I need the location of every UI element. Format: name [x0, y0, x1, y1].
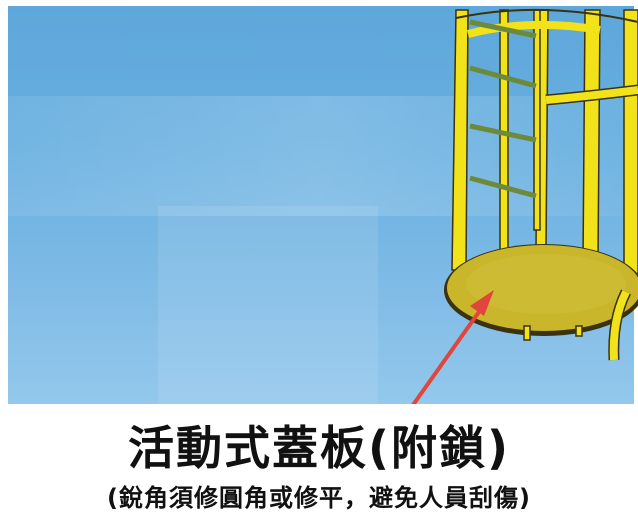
- caption-box: 活動式蓋板(附鎖) (銳角須修圓角或修平，避免人員刮傷): [0, 404, 638, 524]
- cage-bar-left: [451, 9, 469, 271]
- ladder-rungs: [469, 19, 537, 199]
- sky-photo: [8, 6, 634, 406]
- sky-haze-patch: [158, 206, 378, 406]
- arrow-head: [470, 290, 494, 316]
- lid-legs: [523, 325, 583, 341]
- arrow-line: [406, 300, 488, 414]
- ladder-cage-illustration: [406, 8, 638, 414]
- ladder-rail-left: [499, 9, 509, 251]
- caption-subtitle: (銳角須修圓角或修平，避免人員刮傷): [107, 484, 531, 512]
- cage-hoop-top: [455, 8, 638, 23]
- cage-bar-right: [582, 9, 601, 263]
- cage-bar-far: [623, 9, 638, 291]
- caption-title: 活動式蓋板(附鎖): [127, 421, 511, 475]
